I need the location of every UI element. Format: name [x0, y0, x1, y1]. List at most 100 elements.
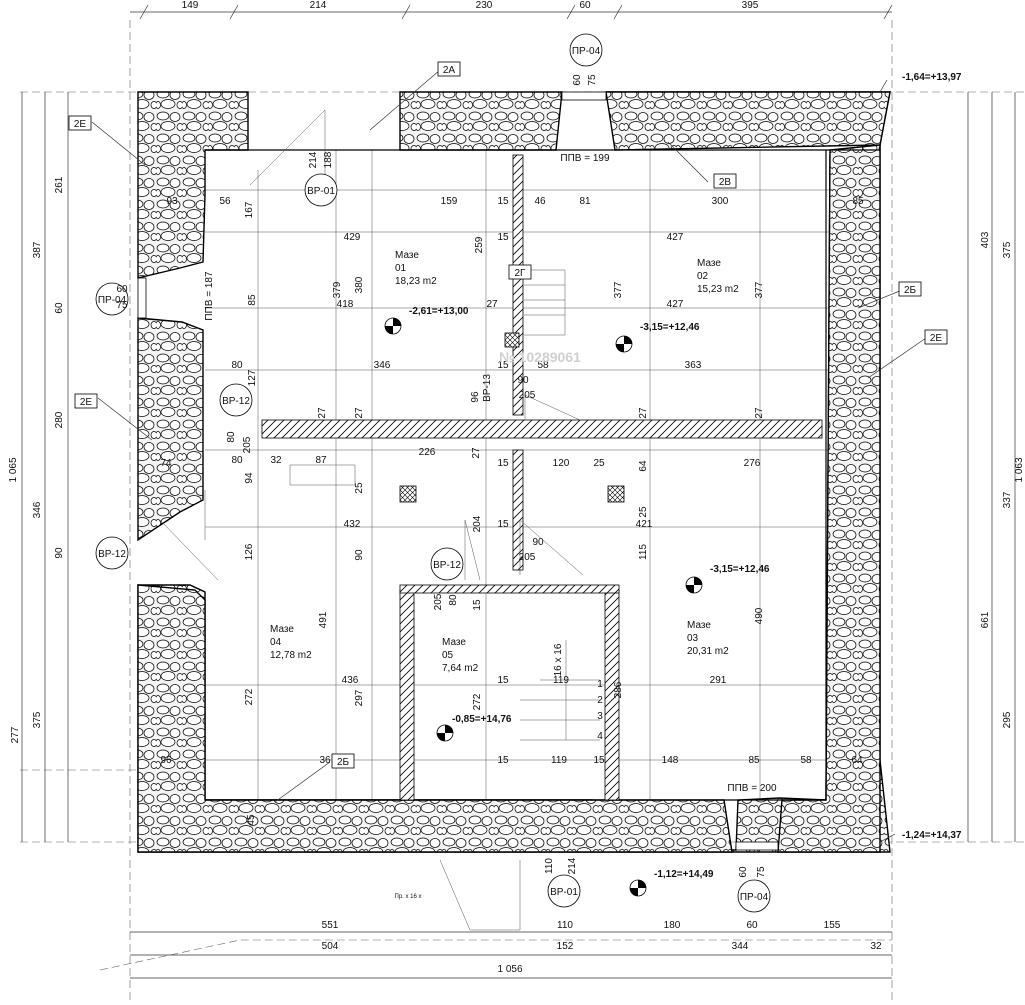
sill-label-1: ППВ = 187 — [204, 271, 215, 321]
interior-dim-36: 27 — [754, 407, 765, 419]
interior-dim-62: 491 — [318, 611, 329, 628]
interior-dim-2: 159 — [441, 196, 458, 207]
opening-tag-7: ВР-12 — [433, 560, 461, 571]
top-dim-1: 214 — [310, 0, 327, 11]
opening-tag-2-circle — [737, 879, 771, 913]
material-tag-1-box — [68, 115, 92, 131]
room-name-2: Мазе — [687, 620, 711, 631]
material-tag-3: 2Б — [904, 285, 917, 296]
room-area-4: 7,64 m2 — [442, 663, 479, 674]
interior-dim-68: 15 — [497, 675, 509, 686]
interior-dim-85: 214 — [567, 857, 578, 874]
bottom-dim-b-3: 32 — [870, 941, 882, 952]
grid-lines — [20, 20, 1025, 1000]
interior-dim-51: 204 — [472, 515, 483, 532]
interior-dim-54: 126 — [244, 543, 255, 560]
material-tag-0: 2A — [443, 65, 456, 76]
interior-dim-60: 205 — [433, 593, 444, 610]
interior-dim-20: 85 — [247, 294, 258, 306]
left-dim-2: 280 — [54, 411, 65, 428]
interior-dim-77: 148 — [662, 755, 679, 766]
top-dim-0: 149 — [182, 0, 199, 11]
left-dim-0: 387 — [32, 241, 43, 258]
interior-dim-52: 25 — [638, 506, 649, 518]
interior-dim-91: 75 — [756, 866, 767, 878]
top-dim-3: 60 — [579, 0, 591, 11]
material-tag-4-box — [924, 329, 948, 345]
room-name-0: Мазе — [395, 250, 419, 261]
dimension-lines — [21, 4, 1016, 979]
interior-dim-79: 58 — [800, 755, 812, 766]
opening-tag-1-circle — [95, 282, 129, 316]
level-label-1: -2,61=+13,00 — [409, 306, 469, 317]
level-label-0: -1,64=+13,97 — [902, 72, 962, 83]
left-dim-4: 90 — [54, 547, 65, 559]
material-tag-5: 2E — [80, 397, 93, 408]
interior-dim-25: 15 — [497, 360, 509, 371]
room-area-1: 15,23 m2 — [697, 284, 739, 295]
interior-dim-23: 346 — [374, 360, 391, 371]
interior-dim-8: 93 — [166, 196, 178, 207]
room-area-3: 12,78 m2 — [270, 650, 312, 661]
interior-dim-17: 377 — [613, 281, 624, 298]
interior-dim-88: 60 — [116, 284, 128, 295]
room-number-1: 02 — [697, 271, 709, 282]
interior-dim-55: 90 — [354, 549, 365, 561]
interior-dim-15: 418 — [337, 299, 354, 310]
interior-dim-84: 110 — [544, 858, 555, 874]
interior-dim-19: 377 — [754, 281, 765, 298]
interior-dim-40: 87 — [315, 455, 327, 466]
interior-dim-49: 432 — [344, 519, 361, 530]
sill-label-2: ППВ = 200 — [727, 783, 777, 794]
interior-dim-92: 16 x 16 — [553, 643, 564, 676]
interior-dim-41: 226 — [419, 447, 436, 458]
level-label-3: -3,15=+12,46 — [710, 564, 770, 575]
opening-tag-3: ВР-01 — [307, 186, 335, 197]
interior-dim-57: 205 — [519, 552, 536, 563]
top-dim-4: 395 — [742, 0, 759, 11]
opening-tag-8: ВР-13 — [482, 374, 493, 402]
interior-dim-89: 75 — [116, 300, 128, 311]
left-dim-1: 60 — [54, 302, 65, 314]
right-dim-inner-1: 337 — [1002, 491, 1013, 508]
material-tag-6-box — [508, 264, 532, 280]
interior-dim-30: 80 — [226, 431, 237, 443]
interior-dim-81: 45 — [246, 814, 257, 826]
interior-dim-48: 25 — [354, 482, 365, 494]
interior-dim-76: 15 — [593, 755, 605, 766]
room-area-0: 18,23 m2 — [395, 276, 437, 287]
right-total-dim: 1 063 — [1014, 457, 1025, 482]
left-total-dim: 1 065 — [8, 457, 19, 482]
interior-dim-32: 27 — [317, 407, 328, 419]
material-tag-0-box — [437, 61, 461, 77]
left-dim-inner-0: 261 — [54, 176, 65, 193]
level-label-5: -1,24=+14,37 — [902, 830, 962, 841]
interior-dim-69: 119 — [553, 675, 569, 686]
material-tag-2-box — [713, 173, 737, 189]
interior-dim-43: 120 — [553, 458, 570, 469]
opening-tag-5: ВР-12 — [222, 396, 250, 407]
interior-dim-21: 80 — [231, 360, 243, 371]
interior-dim-1: 167 — [244, 201, 255, 218]
interior-dim-33: 27 — [354, 407, 365, 419]
interior-dim-67: 272 — [472, 693, 483, 710]
interior-dim-71: 291 — [710, 675, 727, 686]
interior-dim-65: 272 — [244, 688, 255, 705]
right-dim-inner-0: 375 — [1002, 241, 1013, 258]
bottom-dim-a-2: 180 — [664, 920, 681, 931]
interior-dim-46: 276 — [744, 458, 761, 469]
leader-lines — [91, 69, 927, 843]
interior-dim-73: 36 — [319, 755, 331, 766]
interior-dim-28: 90 — [517, 375, 529, 386]
bottom-dim-b-2: 344 — [732, 941, 749, 952]
right-dim-1: 661 — [980, 611, 991, 628]
room-name-4: Мазе — [442, 637, 466, 648]
interior-dim-90: 60 — [738, 866, 749, 878]
opening-tag-7-circle — [430, 547, 464, 581]
bottom-dim-a-0: 551 — [322, 920, 339, 931]
bottom-total-dim: 1 056 — [497, 964, 522, 975]
room-number-3: 04 — [270, 637, 282, 648]
